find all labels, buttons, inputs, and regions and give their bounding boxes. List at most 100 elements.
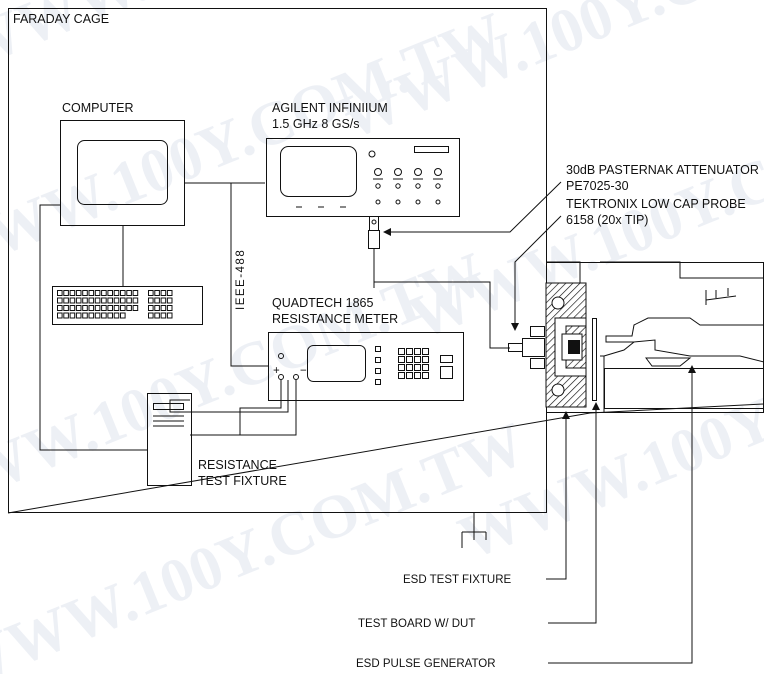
keyboard-key xyxy=(107,312,114,319)
keyboard-key xyxy=(101,297,107,304)
ieee-bus-label: IEEE-488 xyxy=(235,249,247,310)
keyboard-key xyxy=(63,312,69,319)
keyboard-key xyxy=(101,305,107,311)
keyboard-key xyxy=(88,305,95,311)
keyboard-key xyxy=(88,297,95,304)
keyboard-key xyxy=(69,290,76,296)
scope-knob-small xyxy=(395,183,401,189)
attenuator-label-line1: 30dB PASTERNAK ATTENUATOR xyxy=(566,163,759,177)
keyboard-key xyxy=(88,290,95,296)
keyboard-key xyxy=(120,290,126,296)
computer-label: COMPUTER xyxy=(62,101,134,115)
scope-knob-small xyxy=(435,183,441,189)
probe-cable xyxy=(373,250,510,349)
meter-lead-positive xyxy=(190,380,282,436)
meter-key xyxy=(398,348,405,355)
keyboard-numpad-key xyxy=(154,312,160,319)
keyboard-key xyxy=(132,290,139,296)
leader-esd-test-fixture xyxy=(546,411,570,580)
probe-leader xyxy=(511,215,562,331)
keyboard-numpad-key xyxy=(160,290,167,296)
meter-key xyxy=(422,356,429,363)
callout-esd-pulse-generator: ESD PULSE GENERATOR xyxy=(356,658,496,670)
keyboard-keys-numpad xyxy=(148,290,173,319)
meter-minus-sign: − xyxy=(300,365,307,377)
keyboard-numpad-key xyxy=(154,305,160,311)
scope-channel-input xyxy=(395,199,401,205)
leader-test-board xyxy=(548,402,600,624)
keyboard-key xyxy=(57,312,63,319)
probe-label-line1: TEKTRONIX LOW CAP PROBE xyxy=(566,197,746,211)
keyboard-numpad-key xyxy=(154,297,160,304)
faraday-cage-box xyxy=(8,8,547,513)
keyboard-numpad-key xyxy=(160,305,167,311)
keyboard-key xyxy=(94,290,101,296)
scope-channel-input xyxy=(435,199,441,205)
keyboard-key xyxy=(63,290,69,296)
keyboard-key xyxy=(94,305,101,311)
meter-plus-sign: + xyxy=(273,365,280,377)
keyboard-key xyxy=(75,290,82,296)
scope-knob xyxy=(374,168,382,176)
keyboard-key xyxy=(88,312,95,319)
meter-key xyxy=(398,364,405,371)
scope-channel-input xyxy=(375,199,381,205)
meter-key xyxy=(398,372,405,379)
keyboard-key xyxy=(113,312,120,319)
meter-key xyxy=(414,372,421,379)
keyboard-key xyxy=(120,305,126,311)
scope-knob-small xyxy=(415,183,421,189)
resistance-meter: + − xyxy=(268,332,464,401)
meter-key xyxy=(398,356,405,363)
attenuator-leader xyxy=(383,181,562,236)
keyboard-key xyxy=(82,290,88,296)
keyboard-key xyxy=(94,312,101,319)
keyboard-key xyxy=(63,297,69,304)
computer-to-fixture-cable xyxy=(39,204,148,451)
computer-monitor xyxy=(60,120,185,226)
keyboard-key xyxy=(63,305,69,311)
meter-keypad xyxy=(398,348,429,379)
keyboard-key xyxy=(101,290,107,296)
meter-label-line2: RESISTANCE METER xyxy=(272,312,398,326)
keyboard-key xyxy=(126,305,132,311)
meter-key xyxy=(422,372,429,379)
keyboard-key xyxy=(75,297,82,304)
keyboard-key xyxy=(69,305,76,311)
scope-channel-input xyxy=(415,199,421,205)
meter-key xyxy=(414,356,421,363)
keyboard-numpad-key xyxy=(148,312,154,319)
keyboard-key xyxy=(126,297,132,304)
meter-label-line1: QUADTECH 1865 xyxy=(272,296,373,310)
callout-esd-test-fixture: ESD TEST FIXTURE xyxy=(403,574,512,586)
keyboard-key xyxy=(107,297,114,304)
oscilloscope xyxy=(266,138,460,217)
scope-knob xyxy=(394,168,402,176)
keyboard-keys-main xyxy=(57,290,139,319)
keyboard-key xyxy=(82,305,88,311)
esd-test-fixture xyxy=(7,261,764,514)
cage-ground-symbol xyxy=(461,513,487,548)
meter-key xyxy=(406,372,413,379)
keyboard-key xyxy=(113,297,120,304)
keyboard-key xyxy=(75,305,82,311)
keyboard-key xyxy=(75,312,82,319)
meter-key xyxy=(414,348,421,355)
keyboard-key xyxy=(57,305,63,311)
scope-channel-knobs xyxy=(373,168,443,205)
keyboard-numpad-key xyxy=(148,290,154,296)
keyboard-key xyxy=(120,312,126,319)
keyboard-numpad-key xyxy=(154,290,160,296)
keyboard-key xyxy=(69,297,76,304)
keyboard-key xyxy=(69,312,76,319)
meter-key xyxy=(414,364,421,371)
meter-lead-negative xyxy=(240,380,297,436)
leader-esd-pulse-generator xyxy=(548,365,696,664)
keyboard-key xyxy=(82,312,88,319)
scope-label-line1: AGILENT INFINIIUM xyxy=(272,101,388,115)
scope-knob xyxy=(434,168,442,176)
keyboard-key xyxy=(126,290,132,296)
meter-key xyxy=(406,348,413,355)
keyboard-key xyxy=(107,290,114,296)
